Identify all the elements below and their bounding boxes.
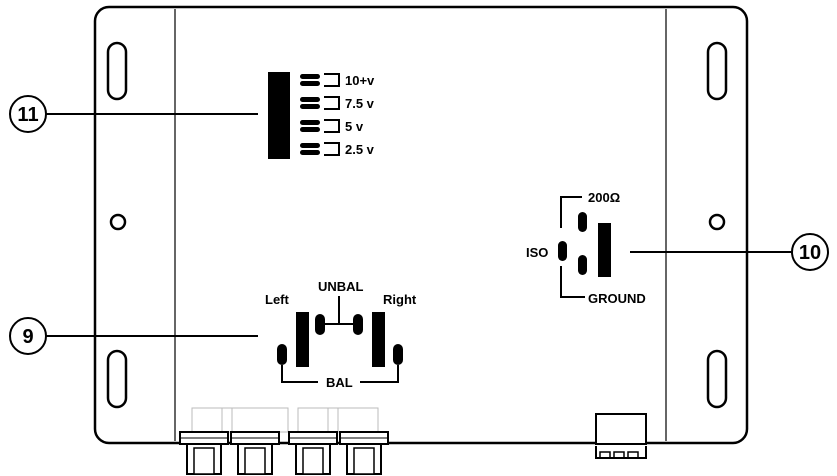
callout-11: 11: [9, 95, 258, 133]
callout-9: 9: [9, 317, 258, 355]
callout-10-number: 10: [799, 242, 821, 264]
voltage-bracket-2: [324, 96, 340, 110]
ground-switch-label-iso: ISO: [526, 245, 548, 260]
mount-slot-bottom-right: [706, 349, 728, 409]
voltage-bracket-3: [324, 119, 340, 133]
enclosure-outline: [93, 5, 749, 445]
voltage-label-10v: 10+v: [345, 73, 375, 88]
ground-switch: 200Ω ISO GROUND: [526, 190, 646, 306]
balance-right-body: [372, 312, 385, 367]
mount-hole-right: [708, 213, 726, 231]
mount-slot-bottom-left: [106, 349, 128, 409]
balance-switch: Left UNBAL Right BAL: [265, 279, 417, 390]
voltage-pin-1: [300, 74, 320, 79]
ground-switch-label-ground: GROUND: [588, 291, 646, 306]
mount-slot-top-left: [106, 41, 128, 101]
voltage-pin-2b: [300, 104, 320, 109]
rca-jack-1: [179, 431, 229, 475]
voltage-pin-3b: [300, 127, 320, 132]
voltage-bracket-1: [324, 73, 340, 87]
voltage-bracket-4: [324, 142, 340, 156]
balance-bal-line: [281, 365, 399, 383]
ground-switch-label-200ohm: 200Ω: [588, 190, 620, 205]
balance-label-bal: BAL: [326, 375, 353, 390]
ground-switch-pin-iso: [558, 241, 567, 261]
voltage-label-7-5v: 7.5 v: [345, 96, 375, 111]
rca-jacks: [179, 407, 389, 475]
balance-left-pin-bottom: [277, 344, 287, 365]
mount-slot-top-right: [706, 41, 728, 101]
balance-label-left: Left: [265, 292, 290, 307]
voltage-switch-body: [268, 72, 290, 159]
callout-9-number: 9: [22, 326, 33, 348]
balance-left-pin-top: [315, 314, 325, 335]
power-terminal-block: [595, 413, 647, 459]
voltage-switch: 10+v 7.5 v 5 v 2.5 v: [268, 72, 375, 159]
voltage-pin-4b: [300, 150, 320, 155]
ground-switch-top-line: [560, 196, 582, 228]
ground-switch-pin-bottom: [578, 255, 587, 275]
voltage-pin-3: [300, 120, 320, 125]
balance-right-pin-top: [353, 314, 363, 335]
balance-right-pin-bottom: [393, 344, 403, 365]
voltage-pin-1b: [300, 81, 320, 86]
mount-hole-left: [109, 213, 127, 231]
ground-switch-pin-top: [578, 212, 587, 232]
callout-11-number: 11: [17, 104, 38, 126]
callout-10: 10: [630, 233, 829, 271]
balance-left-body: [296, 312, 309, 367]
ground-switch-bottom-line: [560, 266, 585, 298]
balance-label-unbal: UNBAL: [318, 279, 364, 294]
rca-jack-3: [288, 431, 338, 475]
balance-label-right: Right: [383, 292, 417, 307]
voltage-pin-4: [300, 143, 320, 148]
voltage-label-2-5v: 2.5 v: [345, 142, 375, 157]
voltage-label-5v: 5 v: [345, 119, 364, 134]
rca-jack-2: [230, 431, 280, 475]
ground-switch-body: [598, 223, 611, 277]
voltage-pin-2: [300, 97, 320, 102]
rca-jack-4: [339, 431, 389, 475]
